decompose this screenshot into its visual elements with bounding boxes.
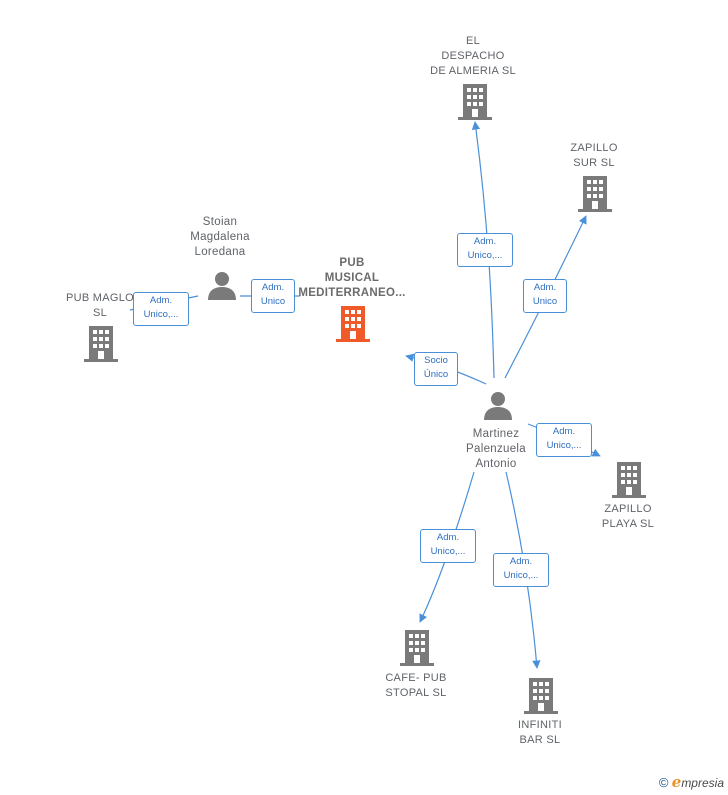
node-label-pub-musical[interactable]: PUB MUSICAL MEDITERRANEO... (298, 257, 406, 299)
building-icon[interactable] (524, 678, 558, 714)
brand-name: mpresia (681, 776, 724, 790)
node-label-stoian[interactable]: Stoian Magdalena Loredana (190, 216, 250, 258)
node-label-el-despacho[interactable]: EL DESPACHO DE ALMERIA SL (430, 35, 516, 77)
edge-label-socio[interactable]: Socio Único (414, 352, 458, 386)
person-icon[interactable] (207, 270, 237, 300)
edge-label-maglo[interactable]: Adm. Unico,... (133, 292, 189, 326)
building-icon[interactable] (578, 176, 612, 212)
node-label-martinez[interactable]: Martinez Palenzuela Antonio (466, 428, 526, 470)
edge-label-cafe[interactable]: Adm. Unico,... (420, 529, 476, 563)
node-label-zapillo-sur[interactable]: ZAPILLO SUR SL (570, 142, 618, 169)
edge-label-stoian-pub[interactable]: Adm. Unico (251, 279, 295, 313)
brand-initial: e (671, 773, 682, 791)
building-icon[interactable] (458, 84, 492, 120)
node-label-zapillo-playa[interactable]: ZAPILLO PLAYA SL (601, 503, 655, 530)
node-label-pub-maglo[interactable]: PUB MAGLO SL (65, 292, 135, 319)
edge-label-playa[interactable]: Adm. Unico,... (536, 423, 592, 457)
building-icon[interactable] (84, 326, 118, 362)
building-icon[interactable] (612, 462, 646, 498)
edge-label-infiniti[interactable]: Adm. Unico,... (493, 553, 549, 587)
node-label-infiniti[interactable]: INFINITI BAR SL (518, 719, 562, 746)
building-icon[interactable] (400, 630, 434, 666)
edge-label-despacho[interactable]: Adm. Unico,... (457, 233, 513, 267)
node-label-cafe-pub[interactable]: CAFE- PUB STOPAL SL (385, 672, 447, 699)
edge-label-zapillo-sur[interactable]: Adm. Unico (523, 279, 567, 313)
brand-watermark: © empresia (659, 773, 724, 791)
person-icon[interactable] (483, 390, 513, 420)
copyright-symbol: © (658, 775, 669, 790)
building-icon-main[interactable] (336, 306, 370, 342)
